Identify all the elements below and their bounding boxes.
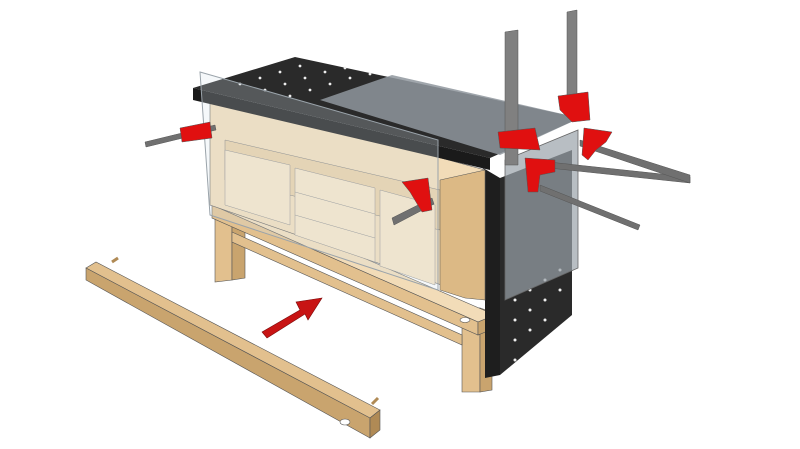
cabinet-front: [209, 94, 486, 301]
glass-panels: [199, 71, 579, 301]
direction-arrow-icon: [261, 297, 323, 339]
loose-rail[interactable]: [85, 256, 381, 439]
clamps[interactable]: [144, 9, 691, 231]
